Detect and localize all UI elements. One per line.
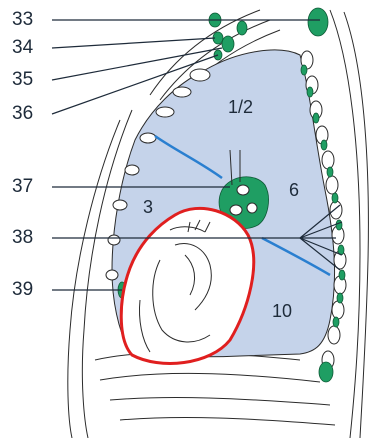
- region-label-10: 10: [272, 302, 292, 320]
- callout-label-34: 34: [12, 38, 33, 57]
- callout-label-37: 37: [12, 177, 33, 196]
- callout-label-33: 33: [12, 10, 33, 29]
- region-label-1-2: 1/2: [228, 98, 253, 116]
- callout-label-35: 35: [12, 70, 33, 89]
- callout-label-38: 38: [12, 228, 33, 247]
- region-label-3: 3: [143, 198, 153, 216]
- callout-label-39: 39: [12, 280, 33, 299]
- region-label-6: 6: [289, 181, 299, 199]
- leader-34: [52, 38, 215, 48]
- callout-label-36: 36: [12, 104, 33, 123]
